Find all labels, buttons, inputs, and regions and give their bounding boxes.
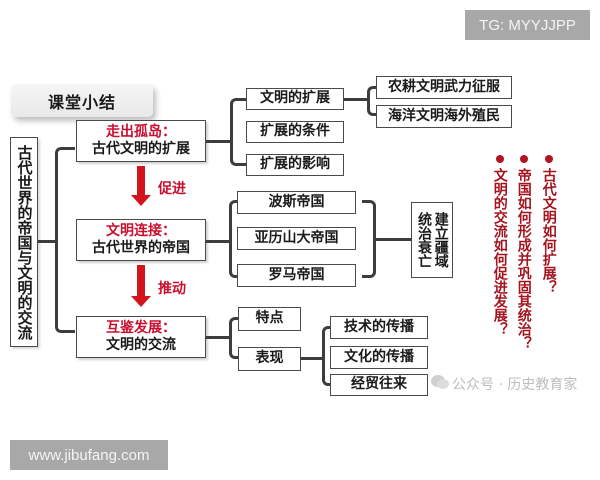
expansion-bracket bbox=[367, 86, 377, 116]
section-heading: 文明连接： bbox=[106, 222, 176, 239]
bullet-dot bbox=[520, 155, 528, 163]
bullet-dot bbox=[545, 155, 553, 163]
section-heading: 互鉴发展： bbox=[106, 319, 176, 336]
section-subtitle: 古代世界的帝国 bbox=[92, 240, 190, 256]
empire-summary: 建立疆域统治衰亡 bbox=[411, 202, 453, 278]
question-empire: 帝国如何形成并巩固其统治？ bbox=[515, 168, 532, 350]
section-exchange: 互鉴发展： 文明的交流 bbox=[76, 316, 206, 358]
watermark-site: www.jibufang.com bbox=[10, 440, 168, 470]
node-manifestations: 表现 bbox=[238, 347, 301, 371]
node-culture-spread: 文化的传播 bbox=[330, 346, 428, 369]
watermark-tg: TG: MYYJJPP bbox=[465, 10, 590, 40]
question-exchange: 文明的交流如何促进发展？ bbox=[491, 168, 508, 336]
node-persian-empire: 波斯帝国 bbox=[237, 191, 356, 214]
lesson-summary-title: 课堂小结 bbox=[11, 84, 153, 117]
connector bbox=[344, 98, 368, 101]
section-subtitle: 古代文明的扩展 bbox=[92, 141, 190, 157]
section-subtitle: 文明的交流 bbox=[106, 337, 176, 353]
bullet-dot bbox=[496, 155, 504, 163]
connector bbox=[206, 140, 230, 143]
root-topic: 古代世界的帝国与文明的交流 bbox=[10, 137, 38, 347]
section1-bracket bbox=[230, 98, 246, 166]
node-expansion-conditions: 扩展的条件 bbox=[246, 121, 344, 143]
node-characteristics: 特点 bbox=[238, 307, 301, 331]
node-maritime-colonization: 海洋文明海外殖民 bbox=[376, 105, 512, 128]
connector bbox=[376, 238, 412, 241]
section-heading: 走出孤岛： bbox=[106, 123, 176, 140]
node-tech-spread: 技术的传播 bbox=[330, 316, 428, 339]
section-expansion: 走出孤岛： 古代文明的扩展 bbox=[76, 120, 206, 162]
root-bracket bbox=[55, 147, 75, 333]
manifestations-bracket bbox=[322, 326, 332, 386]
section-empires: 文明连接： 古代世界的帝国 bbox=[76, 219, 206, 261]
connector bbox=[301, 357, 323, 360]
node-civilization-expansion: 文明的扩展 bbox=[246, 88, 344, 110]
arrow-down bbox=[131, 166, 151, 206]
arrow-label-promote: 促进 bbox=[158, 181, 186, 197]
wechat-watermark: 公众号 · 历史教育家 bbox=[452, 377, 578, 393]
empires-bracket-right bbox=[362, 200, 376, 278]
arrow-down bbox=[131, 265, 151, 307]
empire-summary-text: 建立疆域统治衰亡 bbox=[416, 212, 449, 268]
question-expansion: 古代文明如何扩展？ bbox=[540, 168, 557, 294]
connector bbox=[206, 336, 230, 339]
wechat-icon bbox=[431, 375, 449, 389]
node-alexander-empire: 亚历山大帝国 bbox=[237, 227, 356, 250]
node-agricultural-conquest: 农耕文明武力征服 bbox=[376, 76, 512, 99]
section3-bracket bbox=[229, 317, 239, 359]
section2-bracket bbox=[229, 200, 243, 278]
arrow-label-drive: 推动 bbox=[158, 281, 186, 297]
node-roman-empire: 罗马帝国 bbox=[237, 264, 356, 287]
node-trade-exchange: 经贸往来 bbox=[330, 374, 428, 396]
connector bbox=[206, 240, 230, 243]
node-expansion-impact: 扩展的影响 bbox=[246, 154, 344, 176]
connector bbox=[38, 240, 56, 243]
